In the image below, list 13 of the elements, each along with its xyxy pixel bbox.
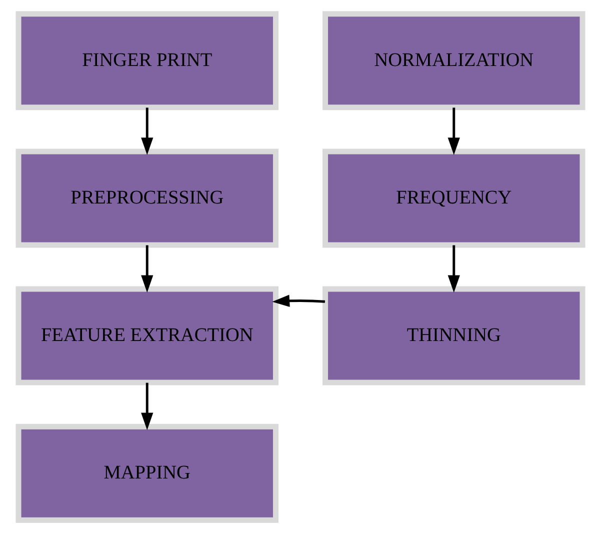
arrow (272, 294, 326, 307)
node-box: FREQUENCY (322, 148, 586, 248)
node-box: THINNING (322, 286, 586, 386)
node-box: MAPPING (16, 424, 278, 523)
node-box: NORMALIZATION (322, 11, 586, 110)
arrow (448, 108, 460, 155)
arrow (448, 245, 460, 293)
arrow (141, 382, 154, 430)
arrow (141, 108, 154, 155)
node-box: FINGER PRINT (16, 11, 278, 110)
arrow (141, 245, 154, 293)
node-box: PREPROCESSING (16, 148, 278, 248)
node-box: FEATURE EXTRACTION (16, 286, 278, 386)
